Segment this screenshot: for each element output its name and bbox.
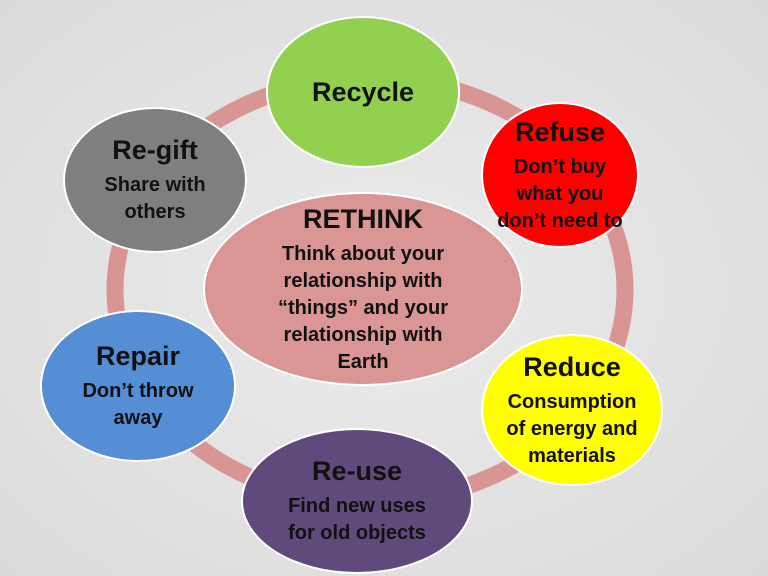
node-reuse: Re-use Find new uses for old objects bbox=[241, 428, 473, 574]
node-title: RETHINK bbox=[303, 203, 423, 234]
node-desc: Think about your relationship with “thin… bbox=[278, 242, 448, 373]
node-desc: Don’t buy what you don’t need to bbox=[497, 155, 623, 232]
node-desc: Consumption of energy and materials bbox=[506, 390, 638, 467]
node-rethink: RETHINK Think about your relationship wi… bbox=[203, 192, 523, 386]
node-title: Re-gift bbox=[112, 135, 198, 165]
node-desc: Don’t throw away bbox=[82, 380, 194, 429]
node-title: Refuse bbox=[514, 116, 606, 147]
node-repair: Repair Don’t throw away bbox=[40, 310, 236, 462]
node-title: Repair bbox=[95, 341, 181, 371]
node-title: Reduce bbox=[523, 351, 621, 382]
node-refuse: Refuse Don’t buy what you don’t need to bbox=[481, 102, 639, 248]
node-reduce: Reduce Consumption of energy and materia… bbox=[481, 334, 663, 486]
node-regift: Re-gift Share with others bbox=[63, 107, 247, 253]
node-title: Recycle bbox=[311, 77, 415, 107]
node-desc: Find new uses for old objects bbox=[288, 495, 426, 544]
node-desc: Share with others bbox=[104, 174, 206, 223]
node-recycle: Recycle bbox=[266, 16, 460, 168]
node-title: Re-use bbox=[311, 456, 403, 486]
